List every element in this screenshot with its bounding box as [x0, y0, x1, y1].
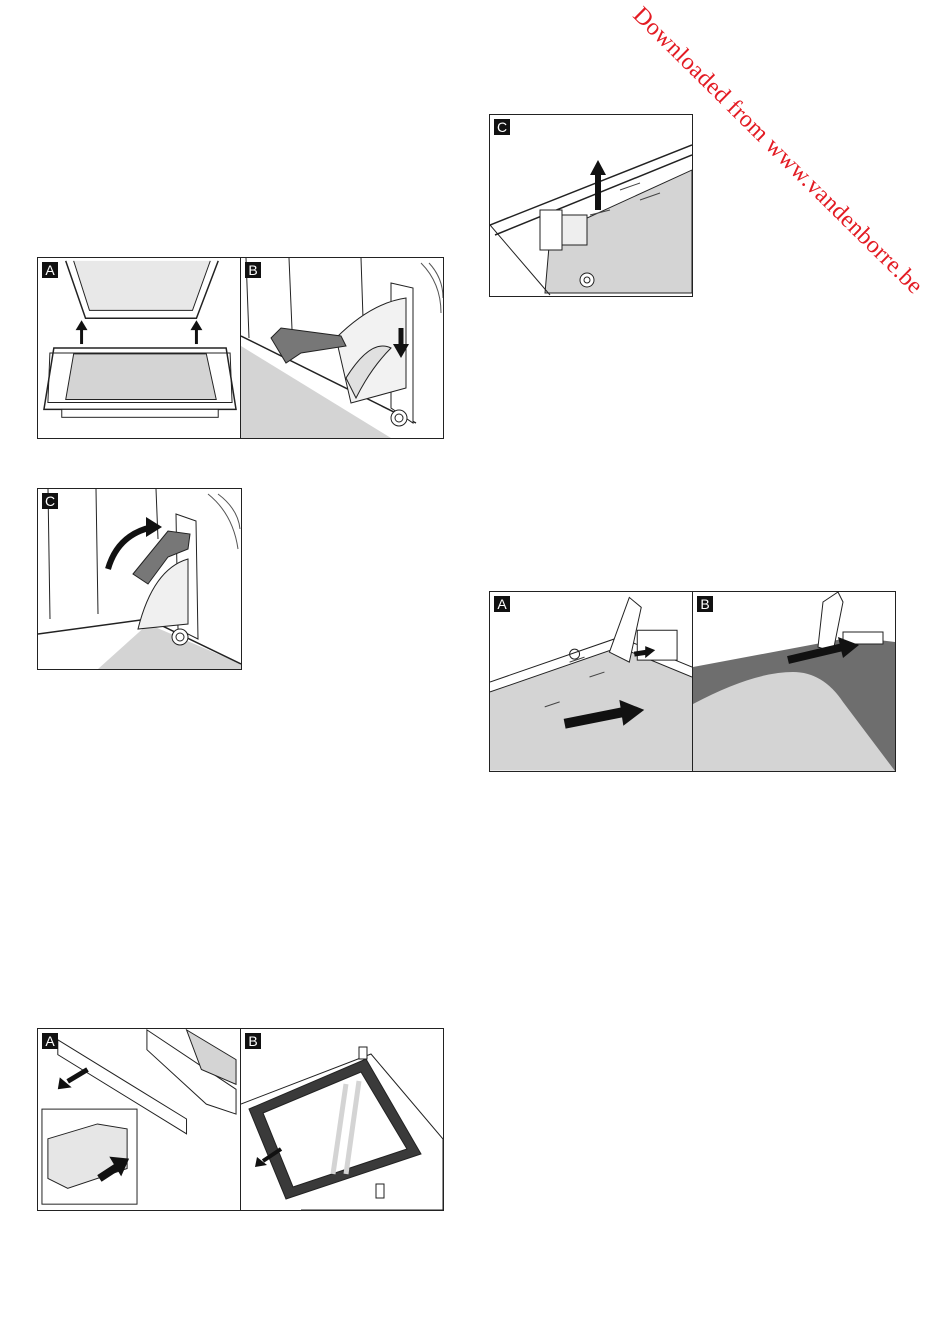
panel-b: B [692, 592, 895, 771]
hinge-clip-lift-illustration [490, 144, 692, 296]
panel-b: B [240, 1029, 443, 1210]
door-slide-illustration [693, 592, 895, 771]
figure-hinge-insert-ab: A B [489, 591, 896, 772]
panel-label: A [494, 596, 510, 612]
figure-hinge-lever-c: C [37, 488, 242, 670]
oven-door-open-illustration [43, 260, 237, 418]
panel-label: B [245, 262, 261, 278]
panel-a: A [38, 1029, 240, 1210]
panel-label: A [42, 262, 58, 278]
figure-hinge-clip-c: C [489, 114, 693, 297]
panel-c: C [38, 489, 241, 669]
panel-label: A [42, 1033, 58, 1049]
figure-door-removal-ab: A B [37, 257, 444, 439]
panel-label: B [245, 1033, 261, 1049]
panel-label: C [494, 119, 510, 135]
panel-c: C [490, 115, 692, 296]
panel-label: C [42, 493, 58, 509]
hinge-insert-illustration [490, 596, 692, 771]
door-glass-removal-illustration [241, 1046, 443, 1210]
door-trim-removal-illustration [41, 1029, 237, 1205]
panel-b: B [240, 258, 443, 438]
hinge-lever-close-illustration [38, 489, 241, 669]
panel-a: A [490, 592, 692, 771]
panel-label: B [697, 596, 713, 612]
hinge-lever-illustration [241, 258, 443, 438]
panel-a: A [38, 258, 240, 438]
figure-door-panel-ab: A B [37, 1028, 444, 1211]
